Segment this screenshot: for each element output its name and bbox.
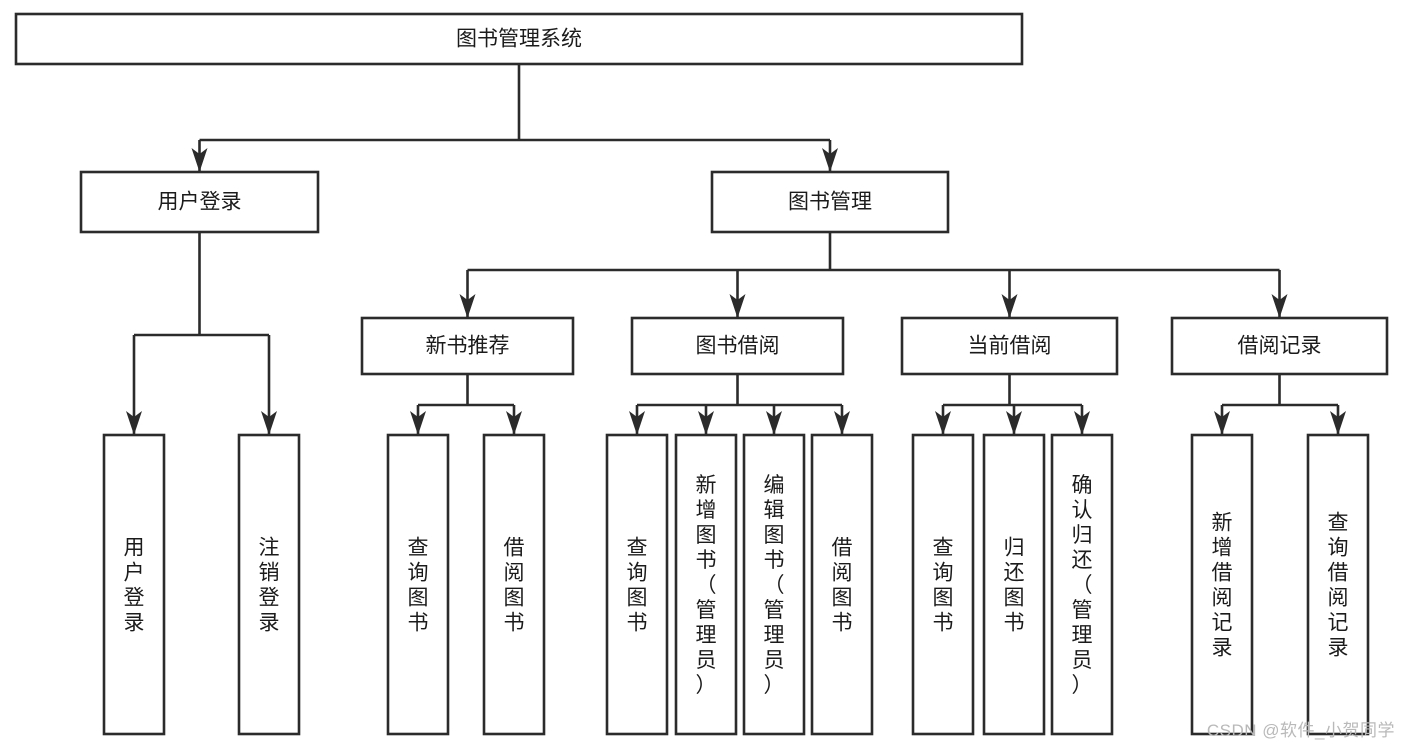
node-label-leaf-logout: 注销登录 [259,537,280,635]
arrow-head-icon [459,294,476,318]
node-leaf-add-book[interactable]: 新增图书（管理员） [674,433,738,736]
node-box-new-book-rec[interactable] [360,316,575,376]
arrow-head-icon [191,148,208,172]
arrow-head-icon [766,411,782,435]
node-box-root[interactable] [14,12,1024,66]
arrow-head-icon [822,148,838,172]
node-box-leaf-query-book-cur[interactable] [911,433,975,736]
node-label-current-borrow: 当前借阅 [968,335,1052,358]
node-box-leaf-query-book-rec[interactable] [386,433,450,736]
node-box-leaf-confirm-return[interactable] [1050,433,1114,736]
connector-layer [126,64,1346,435]
node-borrow-record[interactable]: 借阅记录 [1170,316,1389,376]
node-label-leaf-query-book-rec: 查询图书 [408,537,429,635]
node-label-root: 图书管理系统 [456,28,582,51]
arrow-head-icon [1214,411,1230,435]
node-leaf-confirm-return[interactable]: 确认归还（管理员） [1050,433,1114,736]
node-layer: 图书管理系统用户登录图书管理新书推荐图书借阅当前借阅借阅记录用户登录注销登录查询… [14,12,1389,736]
node-leaf-borrow-book-rec[interactable]: 借阅图书 [482,433,546,736]
node-box-current-borrow[interactable] [900,316,1119,376]
watermark-label: CSDN @软件_小贺同学 [1206,721,1395,740]
arrow-head-icon [729,294,746,318]
node-root[interactable]: 图书管理系统 [14,12,1024,66]
node-book-manage[interactable]: 图书管理 [710,170,950,234]
arrow-head-icon [1271,294,1288,318]
node-box-leaf-query-book-borrow[interactable] [605,433,669,736]
node-label-new-book-rec: 新书推荐 [426,335,510,358]
node-leaf-add-record[interactable]: 新增借阅记录 [1190,433,1254,736]
node-label-leaf-add-record: 新增借阅记录 [1212,512,1233,660]
node-label-leaf-edit-book: 编辑图书（管理员） [764,474,785,697]
arrow-head-icon [1006,411,1022,435]
node-box-leaf-user-login[interactable] [102,433,166,736]
node-label-user-login: 用户登录 [158,191,242,214]
arrow-head-icon [126,411,142,435]
arrow-head-icon [410,411,426,435]
node-new-book-rec[interactable]: 新书推荐 [360,316,575,376]
arrow-head-icon [698,411,714,435]
node-label-leaf-confirm-return: 确认归还（管理员） [1072,474,1093,697]
node-label-leaf-add-book: 新增图书（管理员） [696,474,717,697]
node-box-leaf-edit-book[interactable] [742,433,806,736]
node-box-borrow-record[interactable] [1170,316,1389,376]
node-label-book-borrow: 图书借阅 [696,335,780,358]
node-box-leaf-return-book[interactable] [982,433,1046,736]
node-leaf-return-book[interactable]: 归还图书 [982,433,1046,736]
node-box-user-login[interactable] [79,170,320,234]
node-box-leaf-add-record[interactable] [1190,433,1254,736]
node-box-leaf-borrow-book-rec[interactable] [482,433,546,736]
node-box-book-borrow[interactable] [630,316,845,376]
node-label-leaf-return-book: 归还图书 [1004,537,1025,635]
node-leaf-edit-book[interactable]: 编辑图书（管理员） [742,433,806,736]
node-leaf-user-login[interactable]: 用户登录 [102,433,166,736]
node-leaf-query-book-borrow[interactable]: 查询图书 [605,433,669,736]
arrow-head-icon [629,411,645,435]
node-label-leaf-query-book-cur: 查询图书 [933,537,954,635]
node-leaf-query-book-rec[interactable]: 查询图书 [386,433,450,736]
node-leaf-query-book-cur[interactable]: 查询图书 [911,433,975,736]
node-label-book-manage: 图书管理 [788,191,872,214]
node-box-book-manage[interactable] [710,170,950,234]
arrow-head-icon [1074,411,1090,435]
node-user-login[interactable]: 用户登录 [79,170,320,234]
arrow-head-icon [1330,411,1346,435]
node-box-leaf-add-book[interactable] [674,433,738,736]
node-label-leaf-query-record: 查询借阅记录 [1328,512,1349,660]
node-box-leaf-borrow-book[interactable] [810,433,874,736]
node-label-borrow-record: 借阅记录 [1238,335,1322,358]
node-label-leaf-borrow-book-rec: 借阅图书 [504,537,525,635]
node-leaf-borrow-book[interactable]: 借阅图书 [810,433,874,736]
node-book-borrow[interactable]: 图书借阅 [630,316,845,376]
node-box-leaf-query-record[interactable] [1306,433,1370,736]
arrow-head-icon [834,411,850,435]
node-leaf-logout[interactable]: 注销登录 [237,433,301,736]
node-box-leaf-logout[interactable] [237,433,301,736]
node-label-leaf-borrow-book: 借阅图书 [832,537,853,635]
arrow-head-icon [935,411,951,435]
arrow-head-icon [261,411,277,435]
node-label-leaf-query-book-borrow: 查询图书 [627,537,648,635]
node-current-borrow[interactable]: 当前借阅 [900,316,1119,376]
node-leaf-query-record[interactable]: 查询借阅记录 [1306,433,1370,736]
arrow-head-icon [1001,294,1018,318]
node-label-leaf-user-login: 用户登录 [124,537,145,635]
arrow-head-icon [506,411,522,435]
